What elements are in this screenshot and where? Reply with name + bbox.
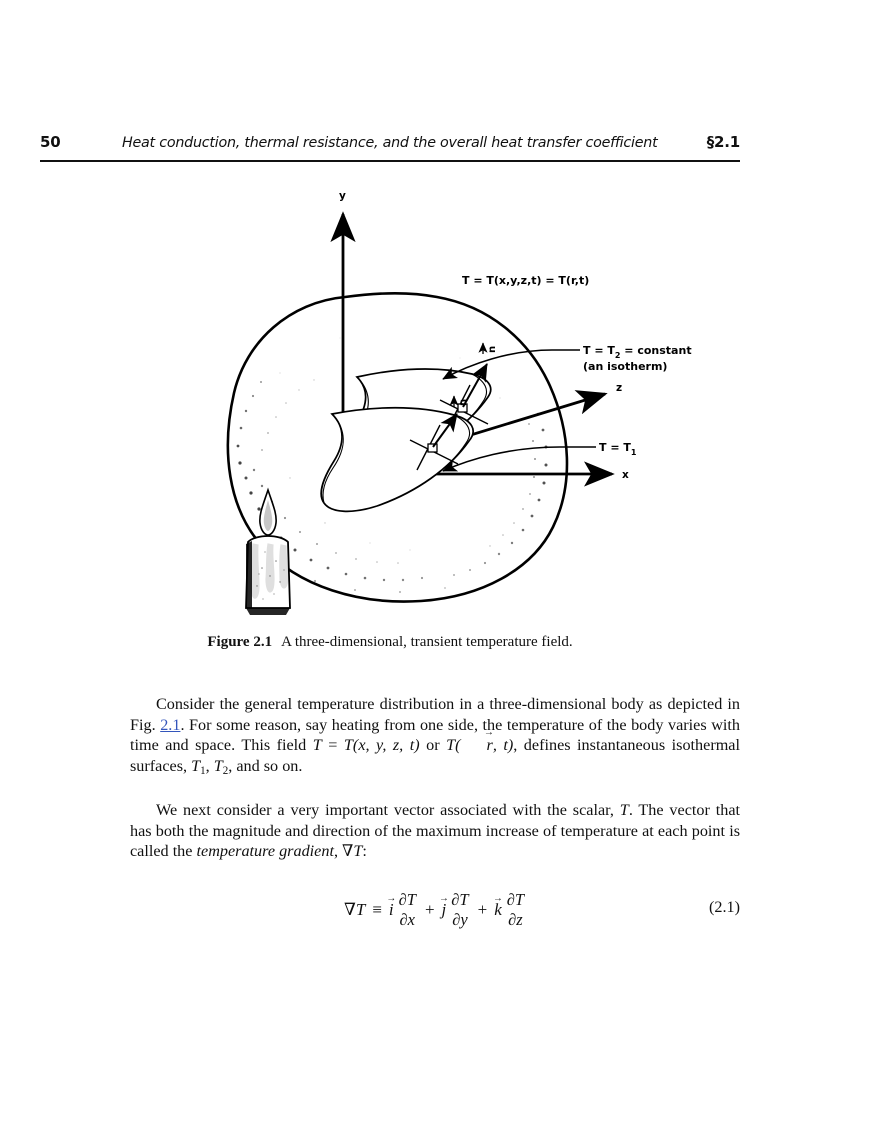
p1-ending: , and so on. [228,756,303,775]
paragraph-text: Consider the general temperature distrib… [130,694,740,781]
leader-isotherm-2 [442,349,580,380]
equation-lhs: ∇T [344,900,365,920]
p2-middle: . The vector that has both the magnitude… [130,801,741,861]
page-number: 50 [40,133,61,151]
p2-scalar-symbol: T [619,801,629,819]
p1-field-lhs: T [312,736,322,755]
header-divider [40,160,740,162]
p1-t2: T [213,756,223,775]
isothermal-surface-lower: n [320,395,474,513]
figure-caption-text: A three-dimensional, transient temperatu… [281,634,573,650]
field-equation-label: T = T(x,y,z,t) = T(r,t) [462,274,589,287]
numerator: ∂T [451,890,469,910]
z-axis-label: z [616,382,622,394]
candle-heat-source [245,487,291,615]
partial-fraction-y: ∂T ∂y [449,891,470,929]
denominator: ∂x [399,910,415,929]
p1-field-alt-tail: , t) [492,736,514,755]
p1-after-xref: . For some reason, say heating from one … [130,715,740,755]
denominator: ∂y [452,910,468,929]
normal-vector-label-lower: n [458,399,469,406]
nabla-symbol: ∇ [343,900,356,919]
equation-number: (2.1) [708,898,740,916]
figure-caption-label: Figure 2.1 [207,634,273,650]
normal-vector-label-upper: n [487,346,498,353]
p1-field-rhs: T(x, y, z, t) [343,736,420,755]
p1-lead: Consider the general temperature distrib… [130,695,740,734]
figure-2-1-illustration: y x z n [40,178,740,623]
p2-ending: : [362,842,367,861]
p1-t1-sub: 1 [200,764,206,777]
equation-lhs-variable: T [355,900,366,919]
leader-isotherm-1 [442,446,596,472]
p1-t2-sub: 2 [222,764,229,777]
p1-position-vector: r [461,735,493,756]
basis-vector-i: i [389,900,394,920]
equation-operator-1: + [424,900,435,919]
p1-t1: T [191,756,201,775]
body-contour [226,291,569,603]
p1-tail: , defines instantaneous isothermal surfa… [130,736,740,775]
isotherm-2-label: T = T2 = constant (an isotherm) [583,344,692,373]
equation-expression: ∇T ≡ i ∂T ∂x + j ∂T ∂y + k [130,886,740,934]
paragraph-text: We next consider a very important vector… [130,800,740,862]
basis-vector-k: k [494,900,502,920]
svg-text:(an isotherm): (an isotherm) [583,360,667,373]
equation-2-1: ∇T ≡ i ∂T ∂x + j ∂T ∂y + k [130,886,740,934]
p1-or: or [419,736,447,755]
p1-comma: , [205,756,214,775]
partial-fraction-z: ∂T ∂z [505,891,526,929]
basis-vector-j: j [442,900,447,920]
numerator: ∂T [398,890,416,910]
equation-term-0: i ∂T ∂x [389,891,418,929]
p1-field-eq: = [321,736,344,755]
p1-field-alt-fn: T( [446,736,461,755]
normal-vector-upper [462,363,488,408]
equation-operator-2: + [477,900,488,919]
svg-text:T = T1: T = T1 [599,441,637,457]
p2-lead: We next consider a very important vector… [156,801,620,819]
partial-fraction-x: ∂T ∂x [397,891,418,929]
isotherm-1-label: T = T1 [599,441,637,457]
chapter-title: Heat conduction, thermal resistance, and… [122,135,658,151]
equation-term-1: j ∂T ∂y [442,891,471,929]
equation-term-2: k ∂T ∂z [494,891,526,929]
running-header: 50 Heat conduction, thermal resistance, … [40,133,740,159]
p2-gradient-symbol: ∇T [342,842,363,861]
figure-cross-reference-link[interactable]: 2.1 [160,715,181,734]
body-paragraph-1: Consider the general temperature distrib… [130,694,740,781]
p2-comma: , [333,842,343,861]
normal-vector-lower [432,413,458,448]
p2-emphasis: temperature gradient [196,842,334,861]
svg-text:T = T2 = constant: T = T2 = constant [583,344,692,360]
numerator: ∂T [506,890,525,910]
body-paragraph-2: We next consider a very important vector… [130,800,740,862]
figure-caption: Figure 2.1 A three-dimensional, transient… [40,634,740,651]
denominator: ∂z [508,910,523,929]
equation-relation: ≡ [372,900,382,919]
x-axis-label: x [622,469,629,481]
section-marker: §2.1 [706,133,740,151]
y-axis-label: y [339,190,346,202]
